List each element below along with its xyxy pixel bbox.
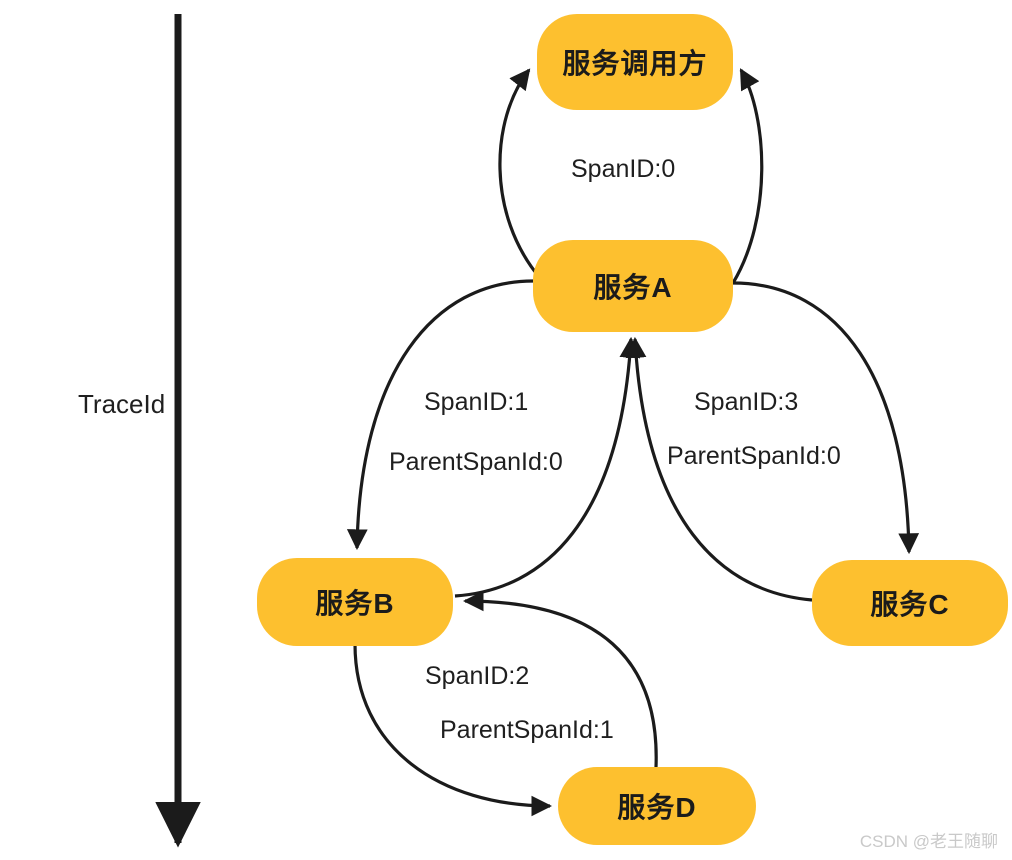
edge-label-span0: SpanID:0 (571, 155, 676, 183)
edge-label-parent-span1: ParentSpanId:0 (389, 448, 563, 476)
node-caller-label: 服务调用方 (562, 48, 708, 79)
traceid-label: TraceId (78, 389, 166, 419)
edge-a-to-c (732, 281, 920, 555)
node-service-b[interactable]: 服务B (257, 558, 453, 646)
edge-c-to-a (625, 336, 813, 602)
edge-a-to-caller-left (498, 68, 542, 280)
edge-label-parent-span2: ParentSpanId:1 (440, 716, 614, 744)
node-service-d[interactable]: 服务D (558, 767, 756, 845)
node-service-c-label: 服务C (870, 589, 950, 620)
edge-label-span3: SpanID:3 (694, 388, 799, 416)
node-service-c[interactable]: 服务C (812, 560, 1008, 646)
node-service-d-label: 服务D (617, 792, 697, 823)
edge-a-to-caller-right (731, 68, 764, 284)
edge-label-parent-span3: ParentSpanId:0 (667, 442, 841, 470)
edge-b-to-a (454, 336, 641, 598)
node-caller[interactable]: 服务调用方 (537, 14, 733, 110)
edge-label-span2: SpanID:2 (425, 662, 530, 690)
edge-b-to-d (353, 643, 553, 817)
edge-d-to-b (462, 590, 658, 768)
edge-a-to-b (346, 279, 534, 551)
node-service-a-label: 服务A (593, 272, 673, 303)
node-service-b-label: 服务B (315, 588, 395, 619)
edge-label-span1: SpanID:1 (424, 388, 529, 416)
node-service-a[interactable]: 服务A (533, 240, 733, 332)
watermark: CSDN @老王随聊 (859, 832, 998, 851)
